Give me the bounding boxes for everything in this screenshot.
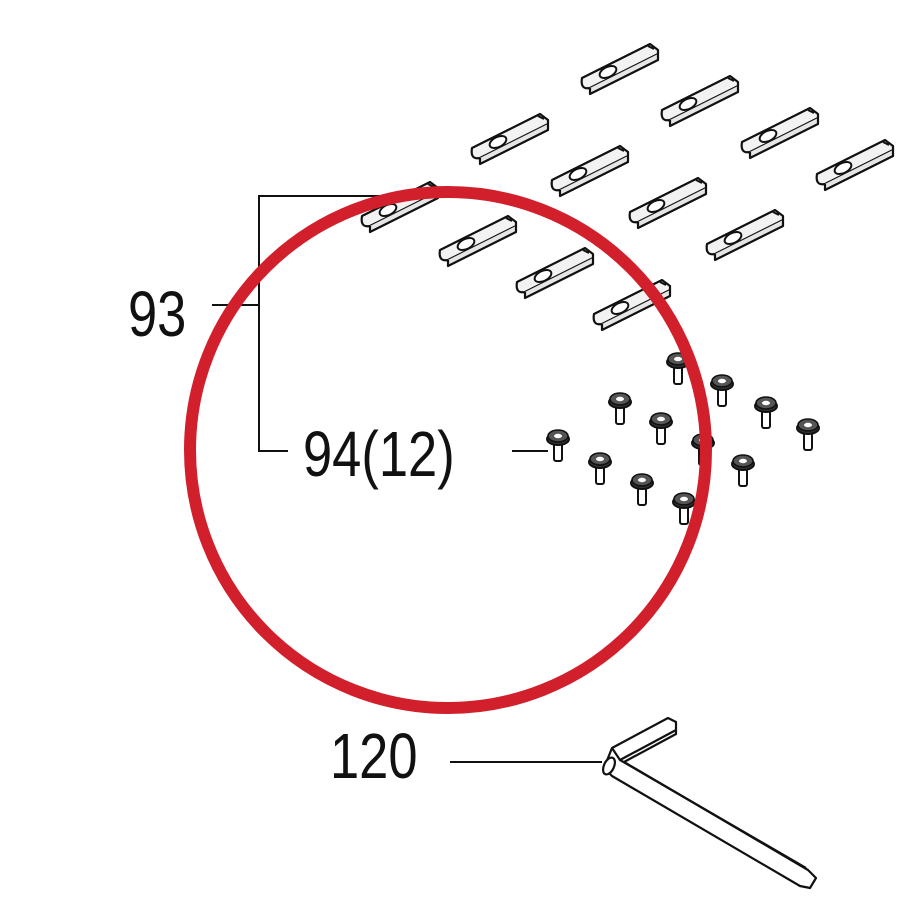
- screw: [649, 412, 673, 445]
- screw: [588, 452, 612, 485]
- blade: [438, 214, 518, 268]
- part-label-93: 93: [128, 278, 187, 350]
- screw: [754, 396, 778, 429]
- blade: [740, 106, 820, 160]
- blade: [660, 74, 740, 128]
- part-label-120: 120: [330, 720, 418, 792]
- highlight-circle: [184, 186, 712, 714]
- blade: [815, 138, 895, 192]
- screw: [630, 473, 654, 506]
- allen-key: [601, 716, 818, 890]
- screw: [731, 454, 755, 487]
- screw: [796, 418, 820, 451]
- blade: [515, 246, 595, 300]
- blade: [550, 144, 630, 198]
- screw: [608, 392, 632, 425]
- blade: [470, 112, 550, 166]
- screw: [546, 429, 570, 462]
- leader-93-bracket: [258, 195, 384, 452]
- leader-lines: [212, 195, 602, 763]
- blade: [705, 208, 785, 262]
- part-label-94: 94(12): [303, 418, 455, 490]
- screw: [710, 374, 734, 407]
- blade: [628, 176, 708, 230]
- screws-group: [546, 352, 820, 525]
- blade: [580, 42, 660, 96]
